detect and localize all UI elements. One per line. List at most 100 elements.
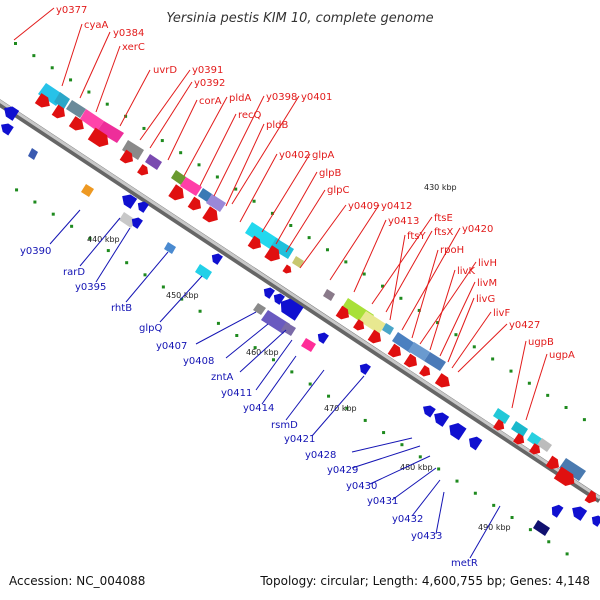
gene-box[interactable] [253,303,266,315]
gene-box[interactable] [66,100,86,118]
gene-label[interactable]: y0390 [20,246,51,257]
gene-label[interactable]: cyaA [84,20,109,31]
forward-leader-lines [13,7,548,421]
gene-label[interactable]: ftsE [434,213,453,224]
gene-box[interactable] [323,289,335,301]
gene-box[interactable] [392,332,416,353]
gene-label[interactable]: metR [451,558,478,569]
gene-box[interactable] [81,184,94,197]
gene-label[interactable]: y0412 [381,201,412,212]
gene-box[interactable] [171,170,186,185]
gene-label[interactable]: glpQ [139,323,162,334]
gene-label[interactable]: y0407 [156,341,187,352]
gene-label[interactable]: ftsY [407,231,426,242]
gene-label[interactable]: rhtB [111,303,132,314]
tick-dot [88,236,92,240]
gene-label[interactable]: livG [476,294,495,305]
gene-label[interactable]: rsmD [271,420,298,431]
gene-label[interactable]: uvrD [153,65,177,76]
gene-label[interactable]: y0413 [388,216,419,227]
gene-box[interactable] [559,458,586,481]
reverse-gene-arrow [4,106,20,121]
gene-label[interactable]: pldB [266,120,288,131]
gene-label[interactable]: glpA [312,150,334,161]
gene-label[interactable]: y0409 [348,201,379,212]
tick-dot [105,102,109,106]
gene-box[interactable] [359,311,386,334]
gene-label[interactable]: y0431 [367,496,398,507]
gene-label[interactable]: rarD [63,267,85,278]
gene-label[interactable]: recQ [238,110,262,121]
gene-label[interactable]: glpC [327,185,349,196]
gene-label[interactable]: y0392 [194,78,225,89]
gene-label[interactable]: y0433 [411,531,442,542]
gene-label[interactable]: y0411 [221,388,252,399]
gene-box[interactable] [292,256,304,268]
gene-box[interactable] [54,92,70,109]
gene-label[interactable]: y0421 [284,434,315,445]
gene-box[interactable] [97,121,124,143]
gene-label[interactable]: corA [199,96,222,107]
gene-label[interactable]: livH [478,258,497,269]
leader-line [79,217,121,267]
gene-label[interactable]: y0398 [266,92,297,103]
gene-label[interactable]: livF [493,308,510,319]
gene-box[interactable] [511,421,528,437]
gene-box[interactable] [206,194,226,212]
gene-box[interactable] [382,323,394,335]
gene-label[interactable]: ugpA [549,350,575,361]
gene-label[interactable]: y0429 [327,465,358,476]
gene-label[interactable]: ftsX [434,227,453,238]
forward-gene-arrow [553,466,575,487]
leader-line [385,230,433,313]
gene-label[interactable]: y0402 [279,150,310,161]
gene-box[interactable] [301,338,316,352]
gene-box[interactable] [145,154,162,170]
gene-label[interactable]: y0395 [75,282,106,293]
gene-label[interactable]: y0430 [346,481,377,492]
gene-box[interactable] [119,212,136,228]
gene-label[interactable]: y0427 [509,320,540,331]
tick-dot [50,66,54,70]
gene-label[interactable]: y0432 [392,514,423,525]
gene-label[interactable]: livK [457,266,475,277]
gene-box[interactable] [80,109,104,131]
gene-label[interactable]: y0414 [243,403,274,414]
tick-dot [271,358,275,362]
gene-box[interactable] [28,148,38,160]
gene-box[interactable] [180,177,202,196]
gene-box[interactable] [164,242,176,254]
gene-label[interactable]: y0408 [183,356,214,367]
tick-dot [33,200,37,204]
forward-gene-arrow [493,419,505,431]
leader-line [149,81,193,149]
gene-label[interactable]: y0420 [462,224,493,235]
gene-box[interactable] [122,140,144,160]
gene-box[interactable] [533,520,550,536]
gene-label[interactable]: y0428 [305,450,336,461]
gene-label[interactable]: y0401 [301,92,332,103]
forward-gene-arrow [529,443,541,455]
gene-box[interactable] [424,352,446,371]
gene-box[interactable] [537,438,552,452]
gene-label[interactable]: pldA [229,93,251,104]
gene-box[interactable] [408,342,430,361]
gene-box[interactable] [195,264,212,280]
kbp-label: 440 kbp [87,235,120,244]
gene-label[interactable]: ugpB [528,337,554,348]
gene-box[interactable] [198,188,212,202]
gene-label[interactable]: zntA [211,372,234,383]
gene-label[interactable]: y0377 [56,5,87,16]
leader-line [329,204,380,281]
gene-label[interactable]: rpoH [440,245,464,256]
gene-box[interactable] [245,222,280,251]
gene-label[interactable]: y0384 [113,28,144,39]
gene-label[interactable]: livM [477,278,497,289]
gene-label[interactable]: xerC [122,42,145,53]
gene-box[interactable] [493,408,510,424]
gene-label[interactable]: y0391 [192,65,223,76]
gene-label[interactable]: glpB [319,168,341,179]
gene-box[interactable] [281,322,296,336]
reverse-gene-arrow [317,332,329,344]
